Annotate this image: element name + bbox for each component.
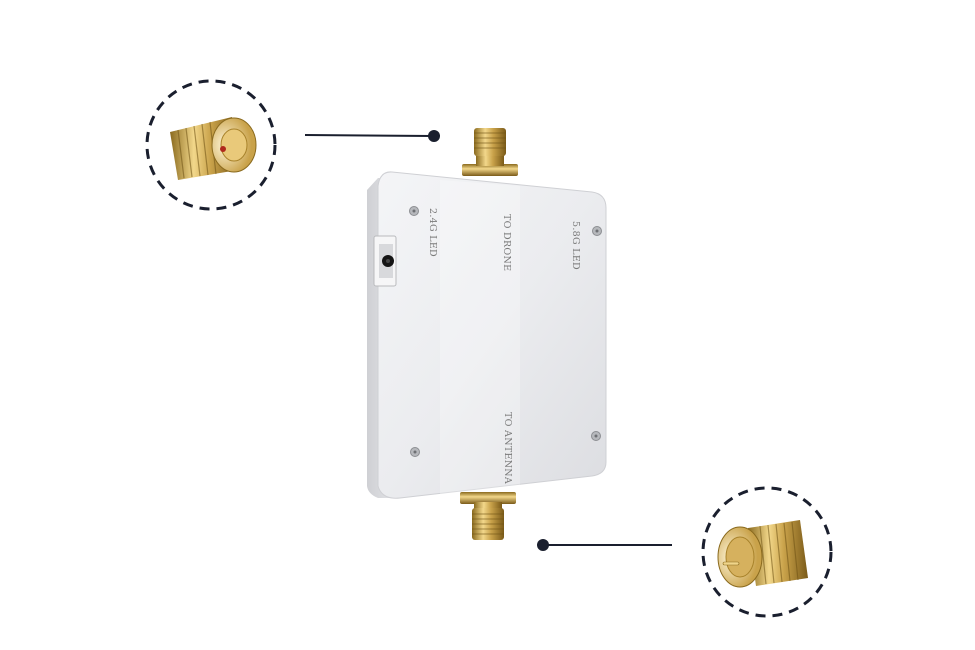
screw-icon: [410, 447, 420, 457]
top-sma-connector: [462, 128, 518, 176]
label-to-antenna: TO ANTENNA: [502, 412, 513, 484]
rp-sma-male-connector-icon: [717, 520, 808, 588]
dc-power-jack: [373, 235, 397, 287]
screw-icon: [409, 206, 419, 216]
housing-face: [377, 171, 607, 499]
screw-icon: [592, 226, 602, 236]
amplifier-housing: 2.4G LED TO DRONE 5.8G LED TO ANTENNA: [367, 171, 607, 499]
callout-detail-female-connector: [145, 79, 277, 211]
label-58g-led: 5.8G LED: [570, 221, 581, 270]
label-to-drone: TO DRONE: [501, 214, 512, 271]
bottom-sma-connector: [460, 492, 516, 540]
callout-line-bottom: [537, 539, 672, 551]
screw-icon: [591, 431, 601, 441]
callout-line-top: [304, 130, 440, 142]
sma-female-connector-icon: [170, 117, 257, 180]
callout-detail-male-connector: [701, 486, 833, 618]
label-24g-led: 2.4G LED: [427, 208, 438, 257]
